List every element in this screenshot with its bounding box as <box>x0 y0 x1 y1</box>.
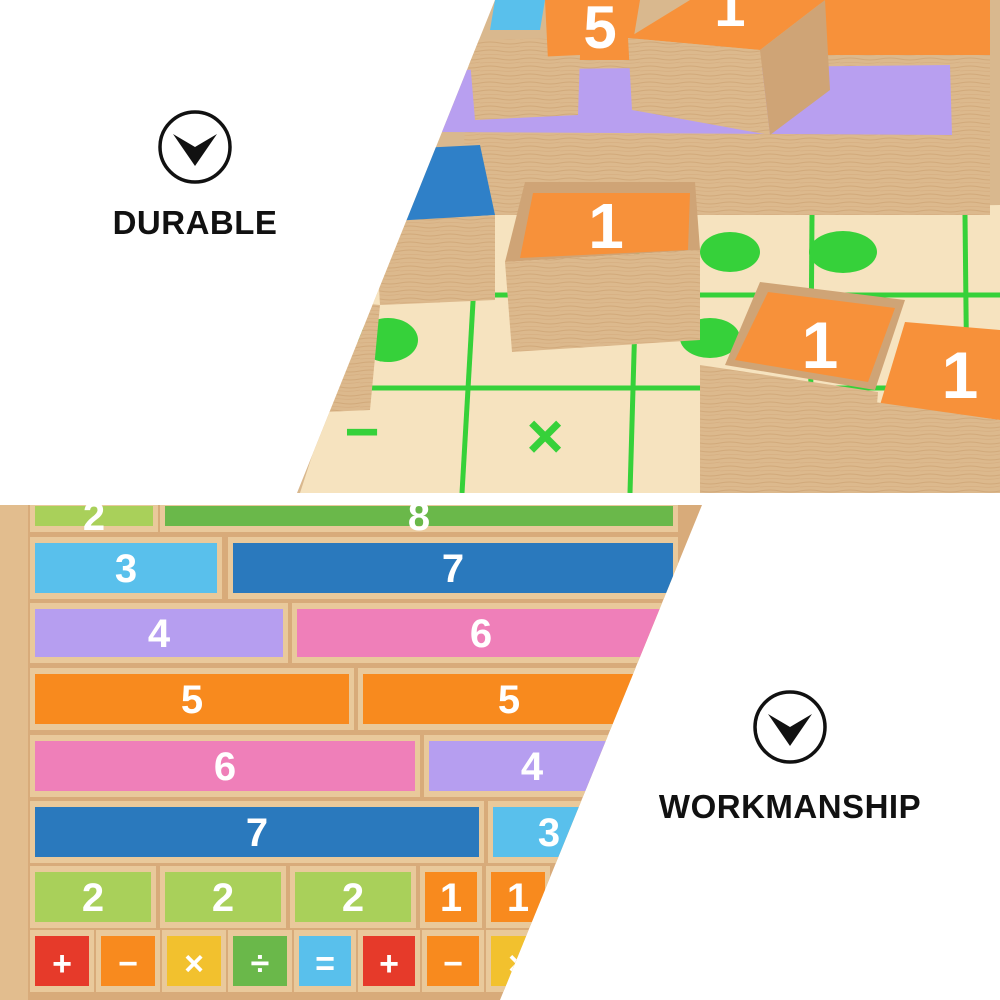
bar-number: 4 <box>521 745 544 789</box>
number-bar <box>35 872 151 922</box>
board-times-sign: × <box>526 400 563 472</box>
bar-number: 7 <box>442 547 464 591</box>
feature-durable: DURABLE <box>45 108 345 242</box>
tray-edge <box>0 505 28 1000</box>
bar-number: ÷ <box>251 945 270 983</box>
number-bar <box>491 936 545 986</box>
number-bar <box>165 872 281 922</box>
bar-number: − <box>118 945 138 983</box>
chevron-down-icon <box>158 110 232 184</box>
number-bar <box>35 936 89 986</box>
block-1-right-a: 1 <box>700 282 905 493</box>
blue-strip <box>490 0 545 30</box>
number-bar <box>167 936 221 986</box>
block-1-center: 1 <box>505 182 700 352</box>
bar-number: 1 <box>507 876 529 920</box>
block-1-top: 1 <box>628 0 830 135</box>
bar-number: × <box>184 945 204 983</box>
bar-number: 6 <box>470 612 492 656</box>
svg-text:1: 1 <box>802 308 839 382</box>
number-bar <box>299 936 351 986</box>
bar-number: 6 <box>214 745 236 789</box>
number-bar <box>35 506 153 526</box>
bar-number: 2 <box>212 876 234 920</box>
number-bar <box>101 936 155 986</box>
svg-text:1: 1 <box>588 190 624 262</box>
number-bar <box>427 936 479 986</box>
number-bar <box>233 936 287 986</box>
svg-text:1: 1 <box>942 338 979 412</box>
number-bar <box>35 674 349 724</box>
bar-number: 3 <box>115 547 137 591</box>
chevron-down-icon <box>753 690 827 764</box>
bar-number: 1 <box>440 876 462 920</box>
number-bar <box>35 807 479 857</box>
bar-number: − <box>443 945 463 983</box>
bar-number: 5 <box>498 678 520 722</box>
svg-text:5: 5 <box>583 0 616 61</box>
number-bar <box>35 609 283 657</box>
bar-number: + <box>379 945 399 983</box>
bar-number: 5 <box>181 678 203 722</box>
bar-number: = <box>315 945 335 983</box>
number-bar <box>363 936 415 986</box>
blue-block <box>375 145 495 305</box>
bar-number: 3 <box>538 811 560 855</box>
top-photo: − × 5 1 <box>297 0 1000 493</box>
bar-number: 8 <box>408 495 430 539</box>
bar-number: × <box>508 945 528 983</box>
block-5: 5 <box>470 0 640 120</box>
number-bar <box>363 674 655 724</box>
number-bar <box>233 543 673 593</box>
bar-number: + <box>52 945 72 983</box>
number-bar <box>297 609 665 657</box>
bar-number: 7 <box>246 811 268 855</box>
number-bar <box>35 741 415 791</box>
number-bar <box>425 872 477 922</box>
orange-strip <box>820 0 990 55</box>
bar-number: 2 <box>83 495 105 539</box>
block-1-right-b: 1 <box>855 322 1000 493</box>
number-bar <box>295 872 411 922</box>
svg-text:1: 1 <box>714 0 745 38</box>
number-bar <box>165 506 673 526</box>
number-bar <box>35 543 217 593</box>
feature-workmanship: WORKMANSHIP <box>640 688 940 826</box>
feature-label: DURABLE <box>112 204 278 241</box>
bar-number: 2 <box>342 876 364 920</box>
feature-label: WORKMANSHIP <box>658 788 922 825</box>
bar-number: 4 <box>148 612 171 656</box>
bar-number: 2 <box>82 876 104 920</box>
